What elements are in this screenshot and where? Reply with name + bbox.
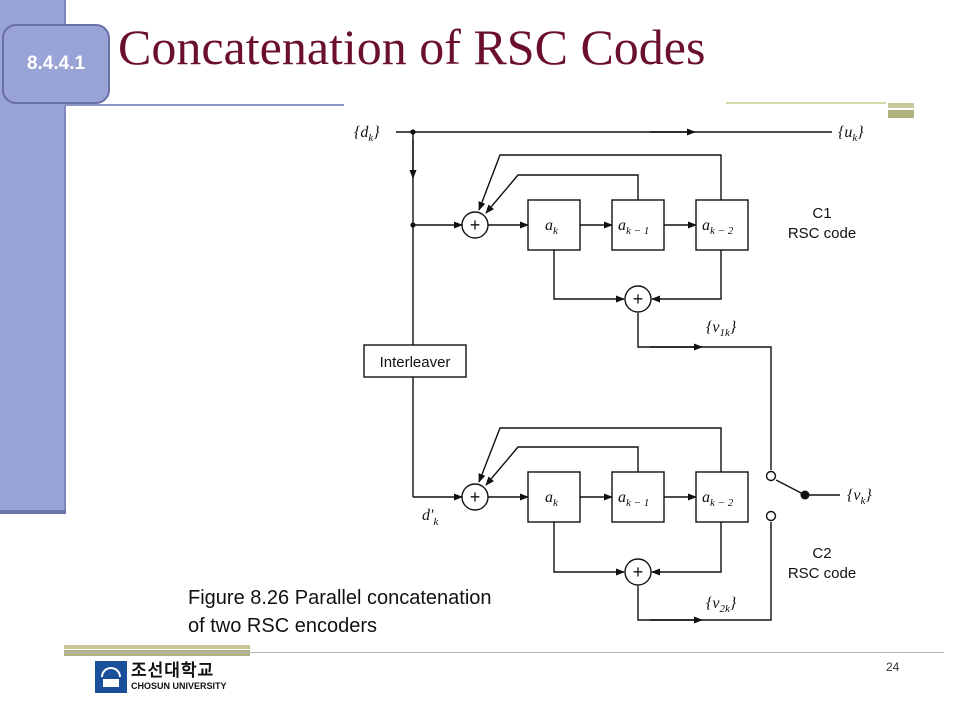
c1-register-1-label: ak − 1 bbox=[618, 217, 649, 237]
parity2-output-label: {v2k} bbox=[706, 595, 737, 615]
c1-register-2 bbox=[695, 199, 749, 251]
c2-code-label: RSC code bbox=[788, 565, 856, 582]
footer-rule bbox=[64, 652, 944, 653]
footer-decor-block-top bbox=[64, 645, 250, 649]
junction-dot-branch bbox=[410, 222, 416, 228]
title-underline-left bbox=[64, 104, 344, 106]
c2-feedback-adder bbox=[461, 483, 489, 511]
title-decor-block-bottom bbox=[888, 110, 914, 118]
c2-register-0-label: ak bbox=[545, 489, 559, 509]
c2-register-2-label: ak − 2 bbox=[702, 489, 734, 509]
parity2-line bbox=[637, 522, 772, 621]
c2-feedback-inner bbox=[485, 446, 639, 486]
c1-feedback-inner bbox=[485, 174, 639, 214]
c1-register-0-label: ak bbox=[545, 217, 559, 237]
c2-register-1 bbox=[611, 471, 665, 523]
c2-register-0 bbox=[527, 471, 581, 523]
interleaved-diag bbox=[413, 470, 462, 497]
c2-feedback-outer bbox=[478, 427, 722, 483]
parity1-output-label: {v1k} bbox=[706, 319, 737, 339]
figure-caption-line-2: of two RSC encoders bbox=[188, 615, 377, 637]
interleaver-label: Interleaver bbox=[380, 354, 451, 371]
page-number: 24 bbox=[886, 660, 900, 674]
interleaved-sequence-label: d′k bbox=[422, 507, 440, 528]
c2-reg0-to-parity bbox=[553, 522, 625, 576]
c2-parity-adder bbox=[624, 558, 652, 586]
c1-feedback-adder-symbol: + bbox=[470, 215, 481, 235]
c1-register-2-label: ak − 2 bbox=[702, 217, 734, 237]
mux-contact-bottom bbox=[765, 510, 777, 522]
mux-output-label: {vk} bbox=[847, 487, 872, 507]
c1-register-0 bbox=[527, 199, 581, 251]
university-emblem-icon bbox=[95, 661, 127, 693]
c1-reg2-to-parity bbox=[651, 250, 722, 303]
title-underline-right bbox=[726, 102, 886, 104]
section-number-badge: 8.4.4.1 bbox=[2, 24, 110, 104]
parity1-line bbox=[637, 313, 772, 470]
c1-feedback-outer bbox=[478, 154, 722, 211]
c1-reg0-to-parity bbox=[553, 250, 625, 303]
c2-reg2-to-parity bbox=[651, 522, 722, 576]
title-decor-block-top bbox=[888, 103, 914, 108]
logo-korean-name: 조선대학교 bbox=[131, 661, 215, 681]
junction-dot-input bbox=[410, 129, 416, 135]
c2-name: C2 bbox=[812, 545, 831, 562]
c1-code-label: RSC code bbox=[788, 225, 856, 242]
input-sequence-label: {dk} bbox=[354, 124, 380, 144]
left-accent-bar-shadow bbox=[0, 510, 66, 514]
figure-caption: Figure 8.26 Parallel concatenation of tw… bbox=[188, 584, 608, 640]
c1-parity-adder-symbol: + bbox=[633, 289, 644, 309]
slide-title: Concatenation of RSC Codes bbox=[118, 19, 706, 75]
c2-register-2 bbox=[695, 471, 749, 523]
mux-switch-arm bbox=[775, 479, 806, 496]
interleaver-box bbox=[363, 344, 467, 378]
c1-parity-adder bbox=[624, 285, 652, 313]
c2-feedback-adder-symbol: + bbox=[470, 487, 481, 507]
university-logo: 조선대학교 CHOSUN UNIVERSITY bbox=[95, 661, 227, 693]
c2-parity-adder-symbol: + bbox=[633, 562, 644, 582]
footer-decor-block-bottom bbox=[64, 650, 250, 656]
logo-english-name: CHOSUN UNIVERSITY bbox=[131, 681, 227, 691]
c2-register-1-label: ak − 1 bbox=[618, 489, 649, 509]
systematic-output-label: {uk} bbox=[838, 124, 864, 144]
c1-name: C1 bbox=[812, 205, 831, 222]
c1-register-1 bbox=[611, 199, 665, 251]
mux-pivot-dot bbox=[800, 490, 810, 500]
c1-feedback-adder bbox=[461, 211, 489, 239]
figure-caption-line-1: Figure 8.26 Parallel concatenation bbox=[188, 587, 492, 609]
mux-contact-top bbox=[765, 470, 777, 482]
